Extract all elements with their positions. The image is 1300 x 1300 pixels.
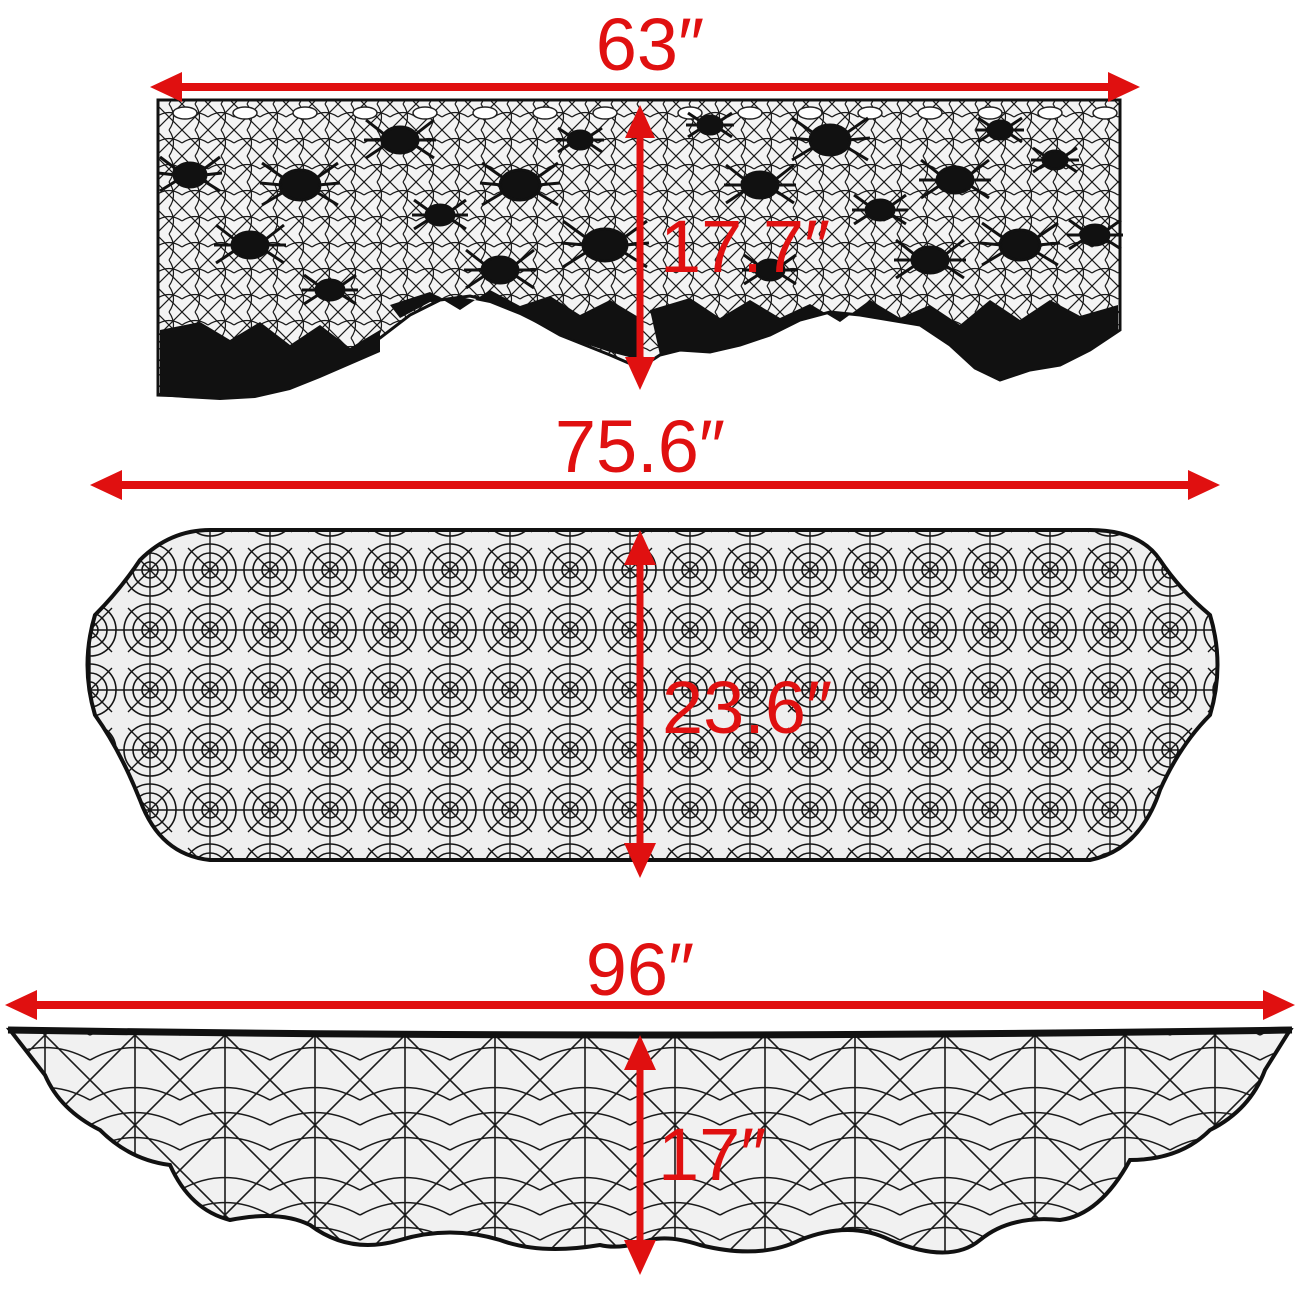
width-arrow-63 [150,72,1140,102]
height-arrow-23-6 [624,530,656,878]
valance-bat-border [160,290,1118,400]
valance-width-label: 63″ [596,3,705,86]
runner-height-label: 23.6″ [662,666,832,749]
height-arrow-17-7 [625,105,655,390]
runner-width-label: 75.6″ [555,405,725,488]
scarf-width-label: 96″ [586,928,695,1011]
width-arrow-96 [5,990,1295,1020]
scarf-height-label: 17″ [658,1113,767,1196]
width-arrow-75-6 [90,470,1220,500]
spiderweb-table-runner [85,528,1220,862]
dimension-arrows [5,72,1295,1275]
valance-grommet-row [172,106,1118,120]
valance-spiders [157,111,1123,306]
spiderweb-mantel-scarf [5,1026,1294,1255]
scarf-lace [5,1027,1294,1255]
height-arrow-17 [624,1035,656,1275]
scarf-top-edge [7,1026,1293,1039]
valance-height-text: 17.7″ [660,205,830,288]
runner-lace [85,528,1220,862]
